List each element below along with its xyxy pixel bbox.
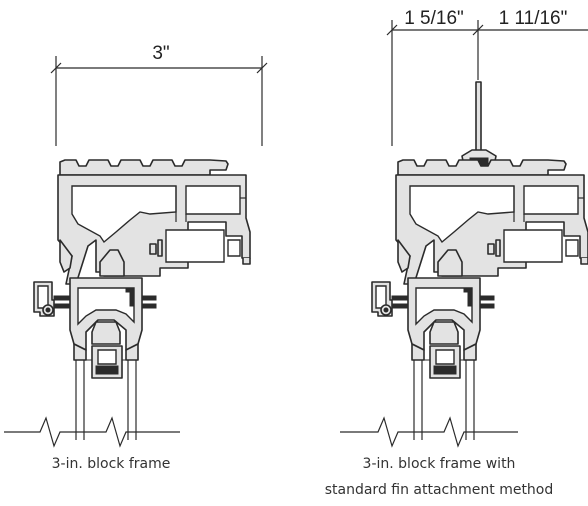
right-dimension-lines [386, 20, 588, 146]
left-caption: 3-in. block frame [51, 456, 171, 472]
right-caption-line-2: standard fin attachment method [324, 482, 554, 498]
left-break-line [4, 416, 180, 448]
left-dimension-label: 3" [152, 43, 169, 64]
right-dimension-right-label: 1 11/16" [499, 8, 568, 29]
left-dimension-line [50, 56, 268, 146]
right-break-line [340, 416, 518, 448]
nailing-fin [461, 81, 497, 167]
left-frame-drawing: 3" [4, 43, 268, 448]
right-dimension-left-label: 1 5/16" [404, 8, 464, 29]
right-frame-drawing: 1 5/16" 1 11/16" [340, 8, 588, 448]
right-caption-line-1: 3-in. block frame with [362, 456, 516, 472]
